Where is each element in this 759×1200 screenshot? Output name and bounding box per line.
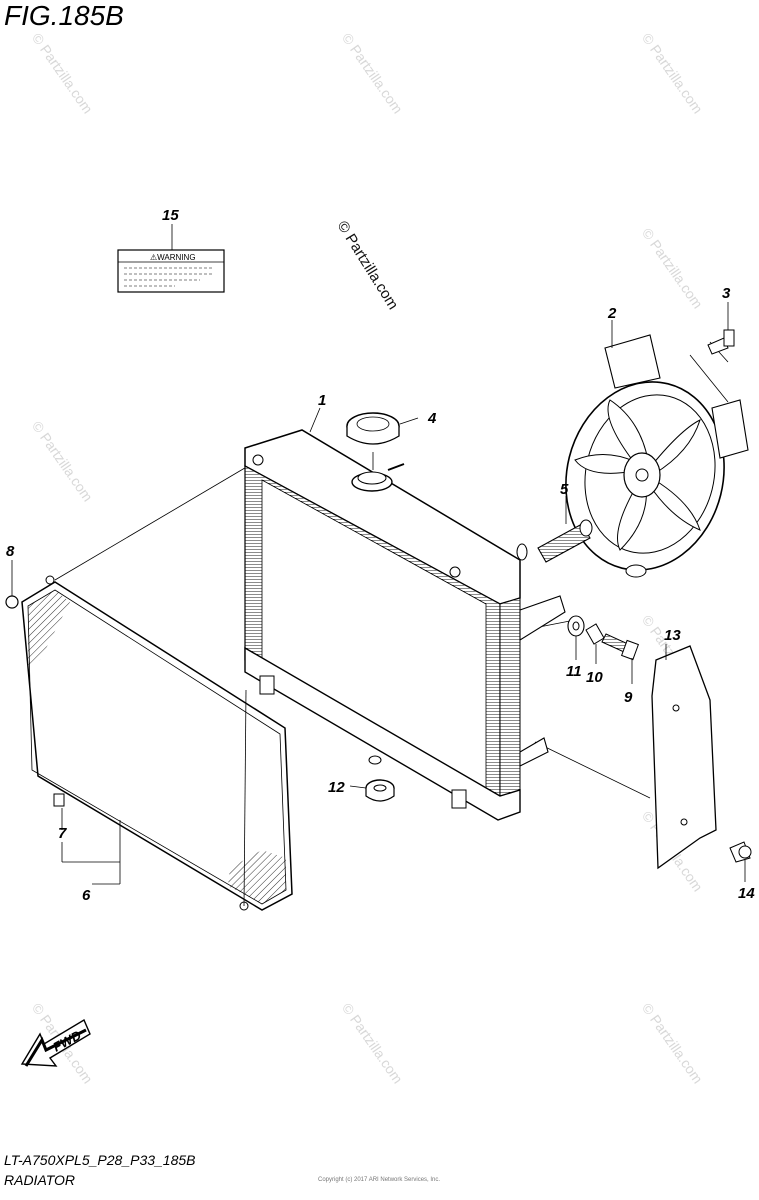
warning-label-part: ⚠WARNING [117, 224, 225, 293]
model-code: LT-A750XPL5_P28_P33_185B [4, 1152, 196, 1168]
callout-10: 10 [586, 669, 603, 686]
callout-9: 9 [624, 689, 633, 706]
callout-1: 1 [318, 392, 326, 409]
radiator-screen-part [21, 575, 293, 911]
callout-14: 14 [738, 885, 755, 902]
radiator-part [244, 429, 566, 821]
forward-direction-arrow: FWD [20, 1018, 91, 1067]
callout-6: 6 [82, 887, 91, 904]
warning-label-text: ⚠WARNING [150, 253, 196, 262]
shroud-plate-part [651, 644, 717, 870]
callout-5: 5 [560, 481, 569, 498]
copyright-notice: Copyright (c) 2017 ARI Network Services,… [318, 1177, 441, 1183]
cooling-fan-part [565, 320, 749, 578]
figure-title: FIG.185B [4, 0, 124, 31]
fan-bolt-part [707, 302, 735, 355]
callout-8: 8 [6, 543, 15, 560]
radiator-cap-part [346, 412, 400, 470]
clip-part [5, 560, 19, 609]
callout-4: 4 [427, 410, 437, 427]
callout-2: 2 [607, 305, 617, 322]
callout-11: 11 [566, 663, 582, 680]
rivet-part [729, 841, 752, 882]
figure-name: RADIATOR [4, 1172, 76, 1188]
callout-7: 7 [58, 825, 67, 842]
callout-bracket [61, 407, 419, 885]
callout-3: 3 [722, 285, 731, 302]
callout-15: 15 [162, 207, 179, 224]
grommet-part [567, 615, 585, 660]
callout-12: 12 [328, 779, 345, 796]
collar-part [585, 623, 605, 664]
callout-13: 13 [664, 627, 681, 644]
drain-cap-part [349, 779, 395, 802]
mount-bolt-part [601, 633, 640, 684]
thermo-switch-part [537, 496, 593, 563]
